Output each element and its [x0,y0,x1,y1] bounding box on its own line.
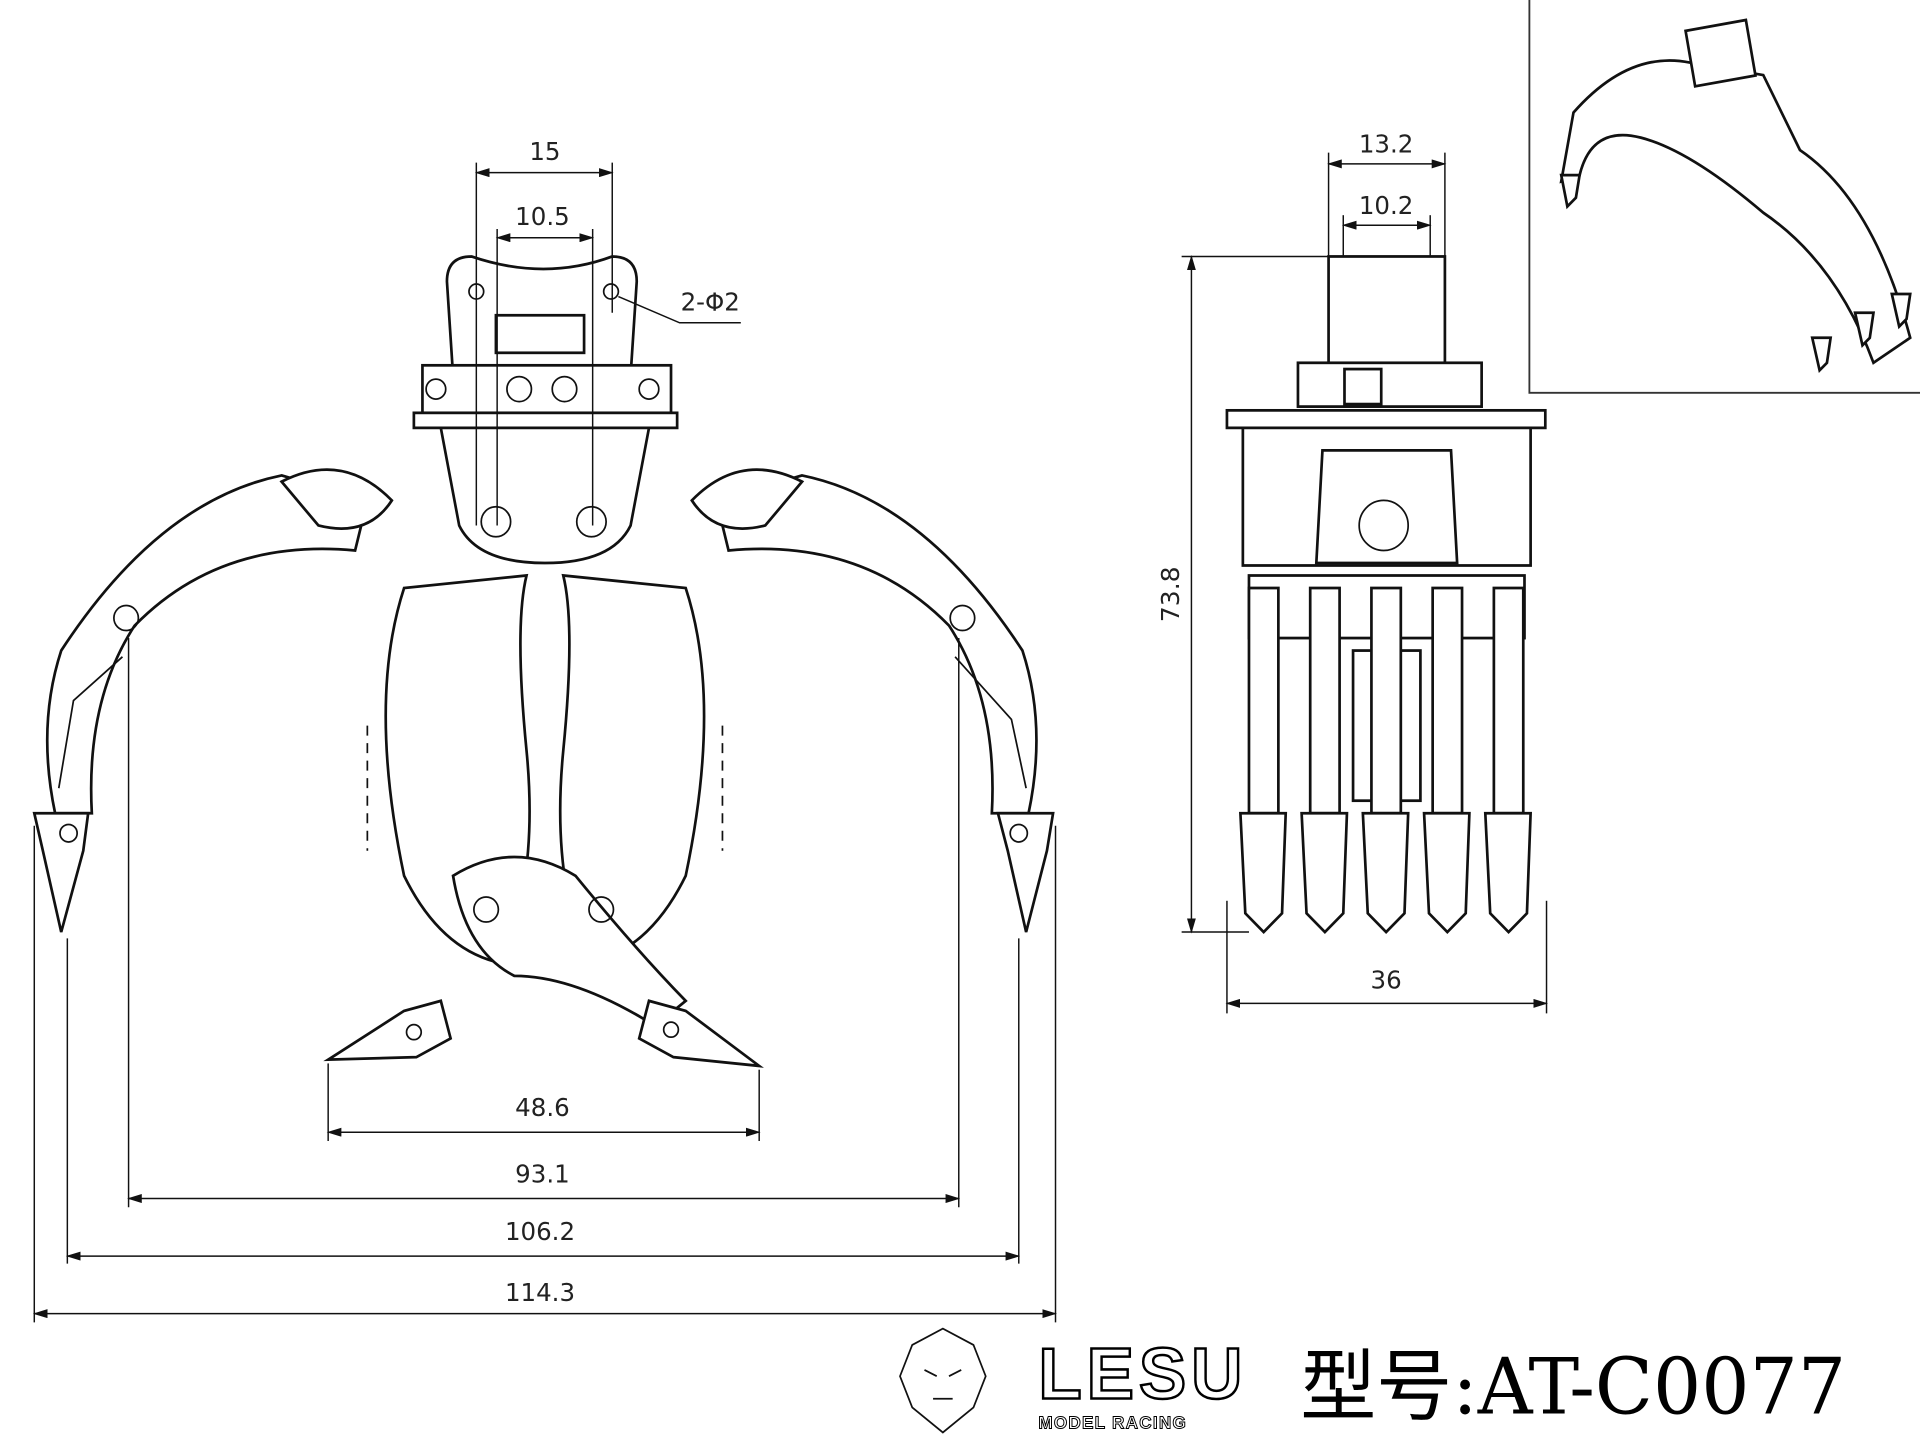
dim-13-2: 13.2 [1359,129,1414,158]
dim-10-5: 10.5 [515,202,570,231]
brand-name: LESU [1038,1334,1247,1415]
model-number: 型号:AT-C0077 [1300,1343,1846,1433]
dim-36: 36 [1371,965,1402,994]
hole-callout: 2-Φ2 [681,287,740,316]
front-view-grapple [32,255,1055,1068]
dim-106-2: 106.2 [505,1217,575,1246]
lion-head-icon [899,1327,987,1434]
dim-15: 15 [529,137,560,166]
lesu-logo: LESU MODEL RACING [899,1327,1247,1434]
brand-subtitle: MODEL RACING [1038,1413,1187,1433]
side-dimensions: 13.2 10.2 73.8 36 [1156,129,1549,1014]
isometric-inset [1528,0,1920,394]
dim-114-3: 114.3 [505,1278,575,1307]
tines [1238,586,1533,935]
dim-48-6: 48.6 [515,1093,570,1122]
dim-93-1: 93.1 [515,1159,570,1188]
dim-73-8: 73.8 [1156,566,1185,622]
dim-10-2: 10.2 [1359,191,1414,220]
front-dimensions: 15 10.5 2-Φ2 48.6 93.1 106.2 114.3 [32,137,1057,1323]
side-view-grapple [1225,255,1547,935]
